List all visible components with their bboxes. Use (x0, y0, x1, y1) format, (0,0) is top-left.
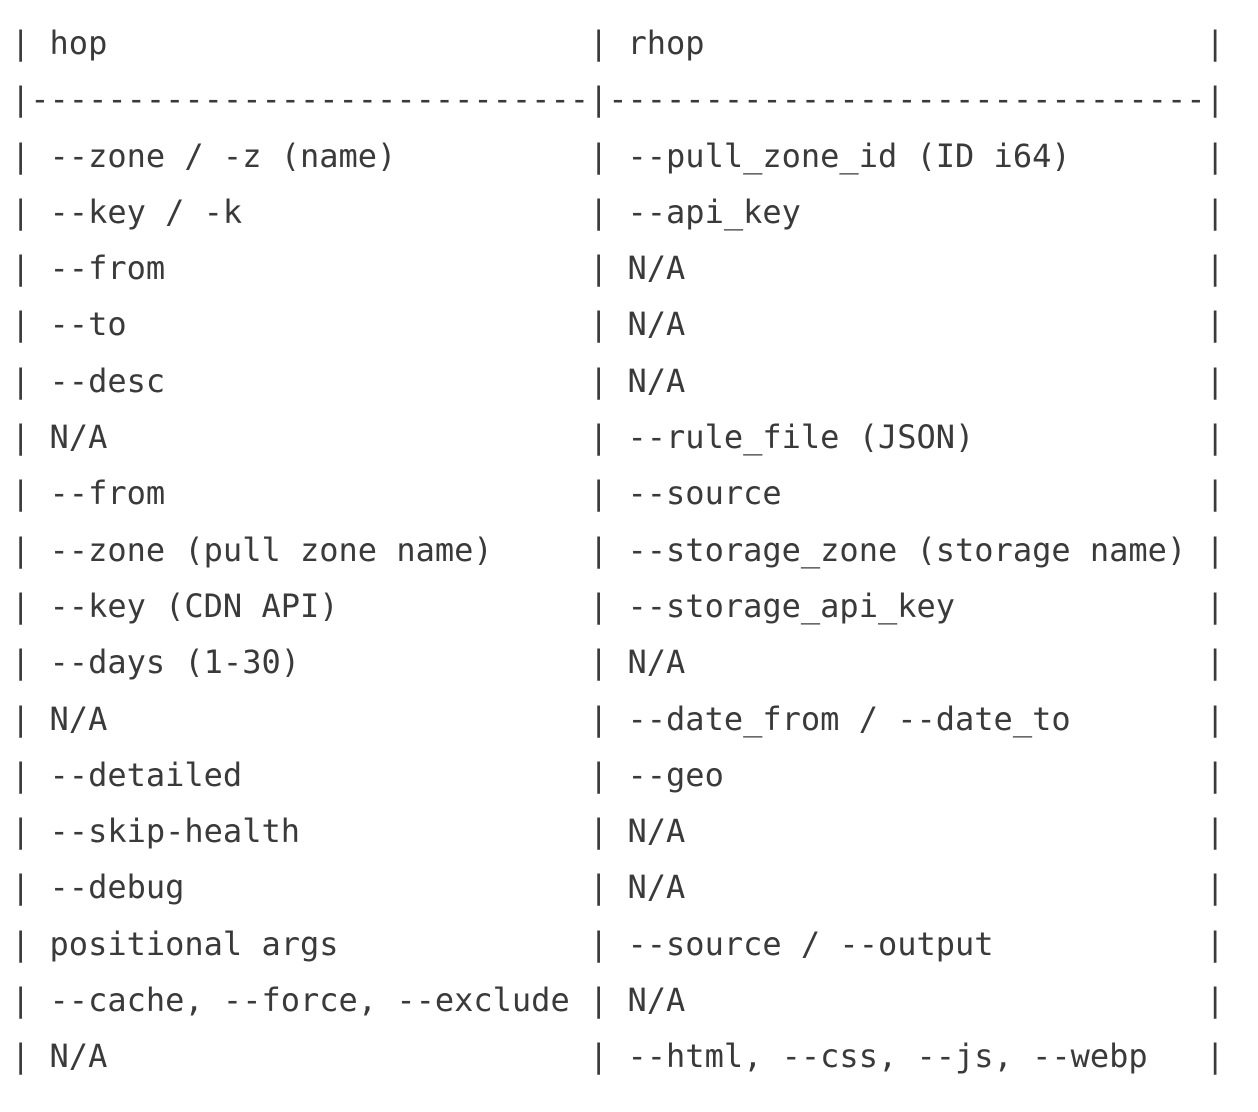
table-row: | positional args | --source / --output … (11, 924, 1225, 963)
cli-flags-comparison-table: | hop | rhop | |-------------------------… (11, 24, 1225, 1076)
page-root: | hop | rhop | |-------------------------… (11, 24, 1225, 1076)
table-row: | --to | N/A | (11, 305, 1225, 344)
table-row: | --from | N/A | (11, 249, 1225, 288)
table-row: | N/A | --html, --css, --js, --webp | (11, 1037, 1225, 1076)
table-separator-row: |-----------------------------|---------… (11, 80, 1225, 119)
table-row: | --days (1-30) | N/A | (11, 643, 1225, 682)
table-row: | --zone (pull zone name) | --storage_zo… (11, 530, 1225, 569)
table-row: | N/A | --date_from / --date_to | (11, 699, 1225, 738)
table-row: | --debug | N/A | (11, 868, 1225, 907)
table-row: | N/A | --rule_file (JSON) | (11, 418, 1225, 457)
table-row: | --zone / -z (name) | --pull_zone_id (I… (11, 136, 1225, 175)
table-row: | --desc | N/A | (11, 361, 1225, 400)
table-header-row: | hop | rhop | (11, 24, 1225, 62)
table-row: | --detailed | --geo | (11, 755, 1225, 794)
table-row: | --from | --source | (11, 474, 1225, 513)
table-row: | --key (CDN API) | --storage_api_key | (11, 586, 1225, 625)
table-row: | --cache, --force, --exclude | N/A | (11, 981, 1225, 1020)
table-row: | --key / -k | --api_key | (11, 192, 1225, 231)
table-row: | --skip-health | N/A | (11, 812, 1225, 851)
